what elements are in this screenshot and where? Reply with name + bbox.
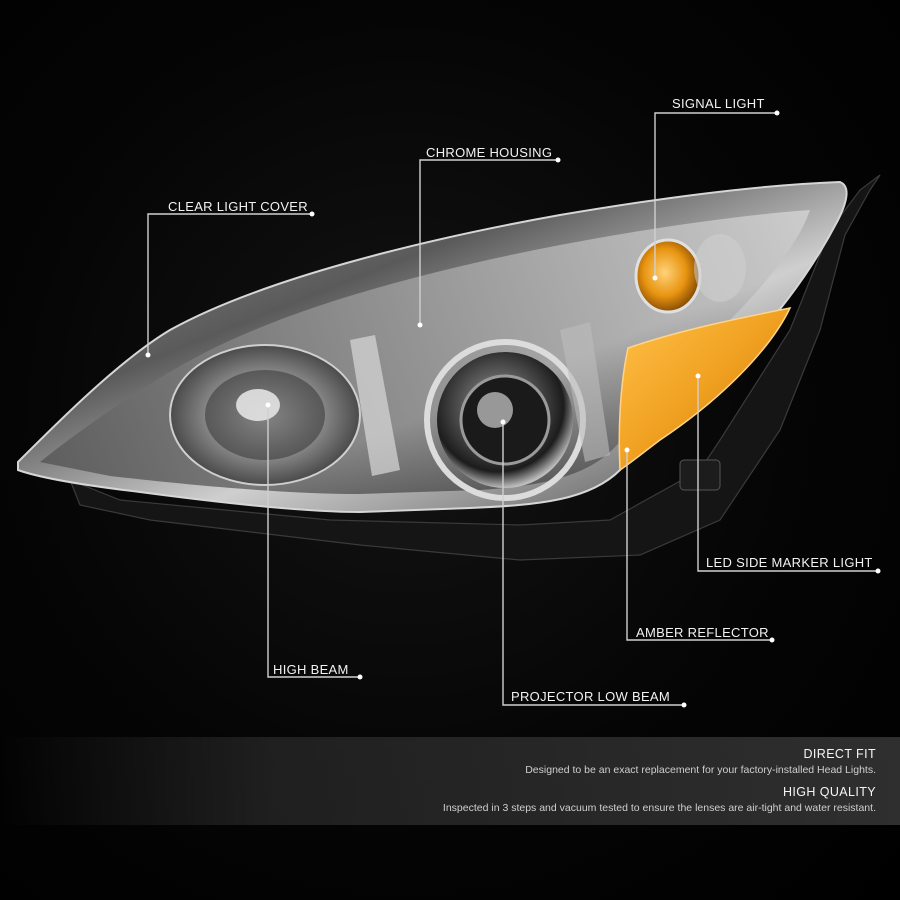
callout-line-projector-low-beam (502, 422, 684, 706)
feature-title: HIGH QUALITY (782, 785, 876, 799)
feature-description: Inspected in 3 steps and vacuum tested t… (442, 802, 876, 814)
callout-line-signal-light (654, 112, 777, 278)
rear-housing (68, 174, 881, 561)
callout-line-high-beam (267, 405, 360, 678)
label-signal-light: SIGNAL LIGHT (672, 96, 765, 111)
callout-line-clear-light-cover (147, 213, 312, 355)
callout-line-amber-reflector (626, 450, 772, 641)
feature-direct-fit: DIRECT FIT Designed to be an exact repla… (525, 747, 876, 776)
label-chrome-housing: CHROME HOUSING (426, 145, 553, 160)
label-clear-light-cover: CLEAR LIGHT COVER (168, 199, 308, 214)
label-projector-low-beam: PROJECTOR LOW BEAM (511, 689, 671, 704)
amber-marker (618, 306, 792, 472)
label-led-side-marker-light: LED SIDE MARKER LIGHT (706, 555, 873, 570)
callout-line-led-side-marker (697, 376, 878, 572)
label-amber-reflector: AMBER REFLECTOR (636, 625, 769, 640)
feature-info-band (0, 737, 900, 825)
feature-description: Designed to be an exact replacement for … (525, 764, 876, 776)
feature-title: DIRECT FIT (803, 747, 876, 761)
label-high-beam: HIGH BEAM (273, 662, 349, 677)
feature-high-quality: HIGH QUALITY Inspected in 3 steps and va… (443, 785, 876, 814)
signal-light-bulb (634, 238, 702, 314)
callout-line-chrome-housing (419, 159, 558, 325)
